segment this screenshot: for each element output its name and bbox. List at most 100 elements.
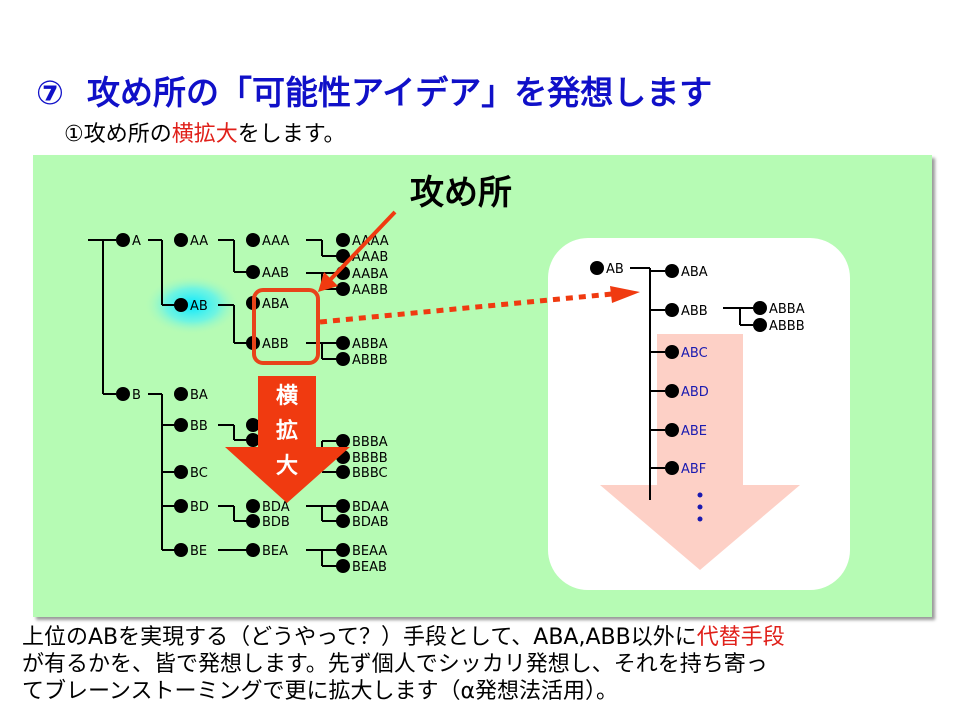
node-dot	[116, 233, 130, 247]
description-line-3: てブレーンストーミングで更に拡大します（α発想法活用）。	[22, 679, 618, 704]
node-label: BEA	[262, 544, 288, 559]
node-dot	[753, 301, 767, 315]
node-dot	[246, 233, 260, 247]
dotted-arrow-line	[319, 291, 613, 325]
description-text: 上位のABを実現する（どうやって？）手段として、ABA,ABB以外に	[22, 625, 697, 650]
node-dot	[336, 434, 350, 448]
node-dot	[336, 514, 350, 528]
description: 上位のABを実現する（どうやって？）手段として、ABA,ABB以外に代替手段 が…	[22, 624, 785, 705]
node-label: BEAA	[352, 544, 387, 559]
node-label: AAB	[262, 266, 289, 281]
description-line-1: 上位のABを実現する（どうやって？）手段として、ABA,ABB以外に代替手段	[22, 624, 785, 651]
node-label: AABB	[352, 283, 388, 298]
node-dot	[174, 298, 188, 312]
node-dot	[336, 282, 350, 296]
callout-label: 攻め所	[410, 173, 512, 213]
node-label: ABBB	[769, 319, 805, 334]
node-dot	[246, 265, 260, 279]
node-dot	[336, 543, 350, 557]
node-label: ABA	[262, 297, 289, 312]
subtitle-suffix: をします。	[237, 122, 346, 147]
node-dot	[174, 499, 188, 513]
node-label: ABB	[262, 337, 289, 352]
node-dot	[665, 423, 679, 437]
node-dot	[665, 461, 679, 475]
node-dot	[665, 264, 679, 278]
highlight-glow	[144, 275, 240, 335]
node-label: BBBB	[352, 451, 388, 466]
focus-box	[252, 288, 320, 365]
node-dot	[246, 433, 260, 447]
node-dot	[753, 318, 767, 332]
node-label: AABA	[352, 267, 388, 282]
node-label: BEAB	[352, 560, 387, 575]
subtitle-prefix: ①攻め所の	[64, 122, 172, 147]
new-idea-label: ABD	[681, 385, 709, 400]
node-label: ABBA	[352, 337, 388, 352]
node-dot	[336, 559, 350, 573]
subtitle: ①攻め所の横拡大をします。	[64, 116, 346, 148]
expand-label-2: 拡	[276, 419, 298, 444]
node-label: ABBA	[769, 302, 805, 317]
node-label: BA	[190, 388, 208, 403]
subtitle-highlight: 横拡大	[171, 122, 238, 147]
node-dot	[246, 499, 260, 513]
node-dot	[174, 465, 188, 479]
ellipsis-dot	[697, 504, 703, 510]
node-dot	[665, 345, 679, 359]
node-dot	[174, 233, 188, 247]
new-idea-label: ABC	[681, 346, 708, 361]
node-label: A	[132, 234, 141, 249]
node-label: AAAB	[352, 250, 388, 265]
node-label: AAA	[262, 234, 290, 249]
node-dot	[336, 352, 350, 366]
node-label: BBBC	[352, 466, 388, 481]
expand-arrow	[225, 376, 350, 503]
node-label: BBBA	[352, 435, 388, 450]
node-label: AB	[190, 299, 208, 314]
node-dot	[336, 336, 350, 350]
node-label: BDAB	[352, 515, 389, 530]
node-dot	[246, 514, 260, 528]
node-label: AA	[190, 234, 208, 249]
node-dot	[590, 261, 604, 275]
new-idea-label: ABE	[681, 424, 707, 439]
node-label: BDAA	[352, 500, 389, 515]
callout-arrow-head	[318, 272, 338, 292]
node-label: ABBB	[352, 353, 388, 368]
callout-arrow-line	[328, 210, 397, 282]
pink-expand-arrow	[600, 334, 800, 570]
node-label: BDB	[262, 515, 290, 530]
title-text: 攻め所の「可能性アイデア」を発想します	[86, 73, 713, 112]
ellipsis-dot	[697, 516, 703, 522]
node-dot	[174, 387, 188, 401]
node-label: ABA	[681, 265, 708, 280]
node-dot	[336, 233, 350, 247]
node-dot	[665, 303, 679, 317]
node-label: BB	[190, 419, 208, 434]
new-idea-label: ABF	[681, 462, 706, 477]
node-label: BE	[190, 544, 207, 559]
node-dot	[246, 418, 260, 432]
dotted-arrow-head	[610, 286, 640, 303]
node-dot	[336, 465, 350, 479]
expand-label-1: 横	[276, 384, 298, 409]
ellipsis-dot	[697, 492, 703, 498]
page-title: ⑦ 攻め所の「可能性アイデア」を発想します	[36, 66, 712, 114]
node-label: BC	[190, 466, 208, 481]
expand-label-3: 大	[276, 454, 298, 479]
node-dot	[116, 387, 130, 401]
description-line-2: が有るかを、皆で発想します。先ず個人でシッカリ発想し、それを持ち寄っ	[22, 652, 768, 677]
node-dot	[336, 249, 350, 263]
node-dot	[246, 543, 260, 557]
title-number: ⑦	[36, 73, 64, 112]
node-dot	[174, 418, 188, 432]
node-dot	[336, 499, 350, 513]
description-highlight: 代替手段	[696, 625, 785, 650]
node-dot	[665, 384, 679, 398]
node-label: AB	[606, 262, 624, 277]
node-label: B	[132, 388, 141, 403]
node-label: ABB	[681, 304, 708, 319]
node-dot	[174, 543, 188, 557]
